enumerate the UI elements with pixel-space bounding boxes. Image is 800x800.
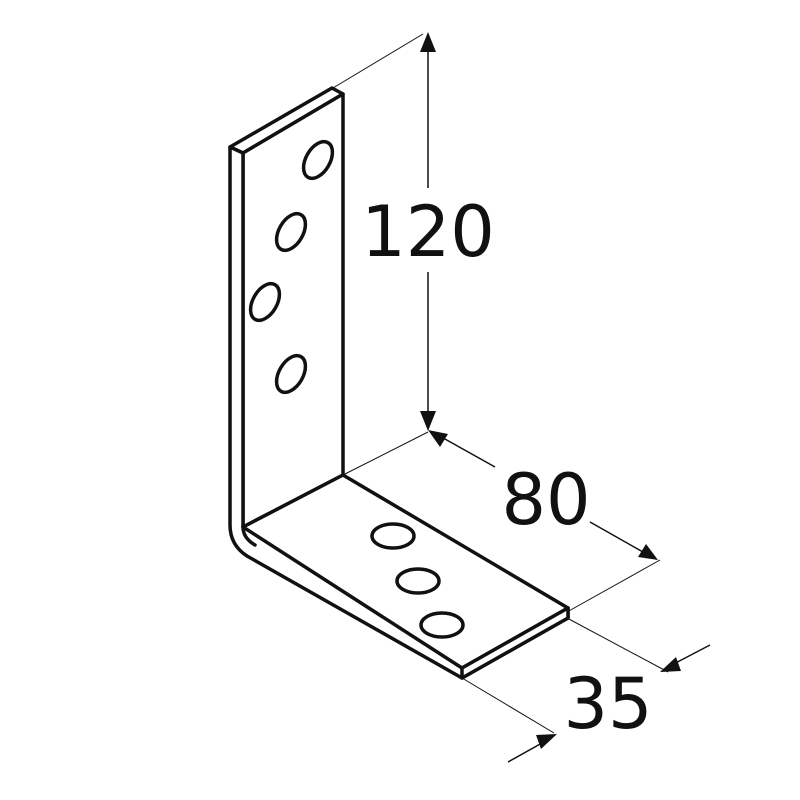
bracket	[228, 86, 570, 680]
arrow-80-left	[428, 430, 448, 447]
hole	[274, 211, 308, 253]
extension-line-right	[566, 559, 661, 613]
hole	[370, 522, 416, 550]
dimension-lines	[427, 42, 711, 763]
hole	[248, 281, 282, 323]
bend-line	[241, 525, 257, 547]
arrow-35-top	[660, 657, 681, 672]
dim-80-line-left	[435, 433, 496, 468]
vertical-holes	[248, 139, 335, 395]
extension-line-right-lower	[566, 617, 669, 673]
extension-line-top	[332, 33, 424, 89]
hole	[419, 611, 465, 639]
arrow-35-bottom	[536, 734, 557, 749]
hole	[395, 567, 441, 595]
dim-80-line-right	[589, 521, 651, 557]
hole	[301, 139, 335, 181]
extension-lines	[332, 33, 669, 734]
dimension-width-label: 35	[563, 663, 652, 745]
dimension-height-label: 120	[361, 191, 495, 273]
hole	[274, 353, 308, 395]
horizontal-flange-edge	[460, 606, 570, 680]
arrow-120-bottom	[420, 411, 436, 431]
extension-line-bottom	[461, 677, 555, 734]
arrowheads	[420, 32, 681, 749]
arrow-120-top	[420, 32, 436, 52]
horizontal-holes	[370, 522, 465, 639]
extension-line-inner-corner	[342, 431, 429, 476]
dimension-length-label: 80	[501, 459, 590, 541]
arrow-80-right	[638, 544, 658, 560]
